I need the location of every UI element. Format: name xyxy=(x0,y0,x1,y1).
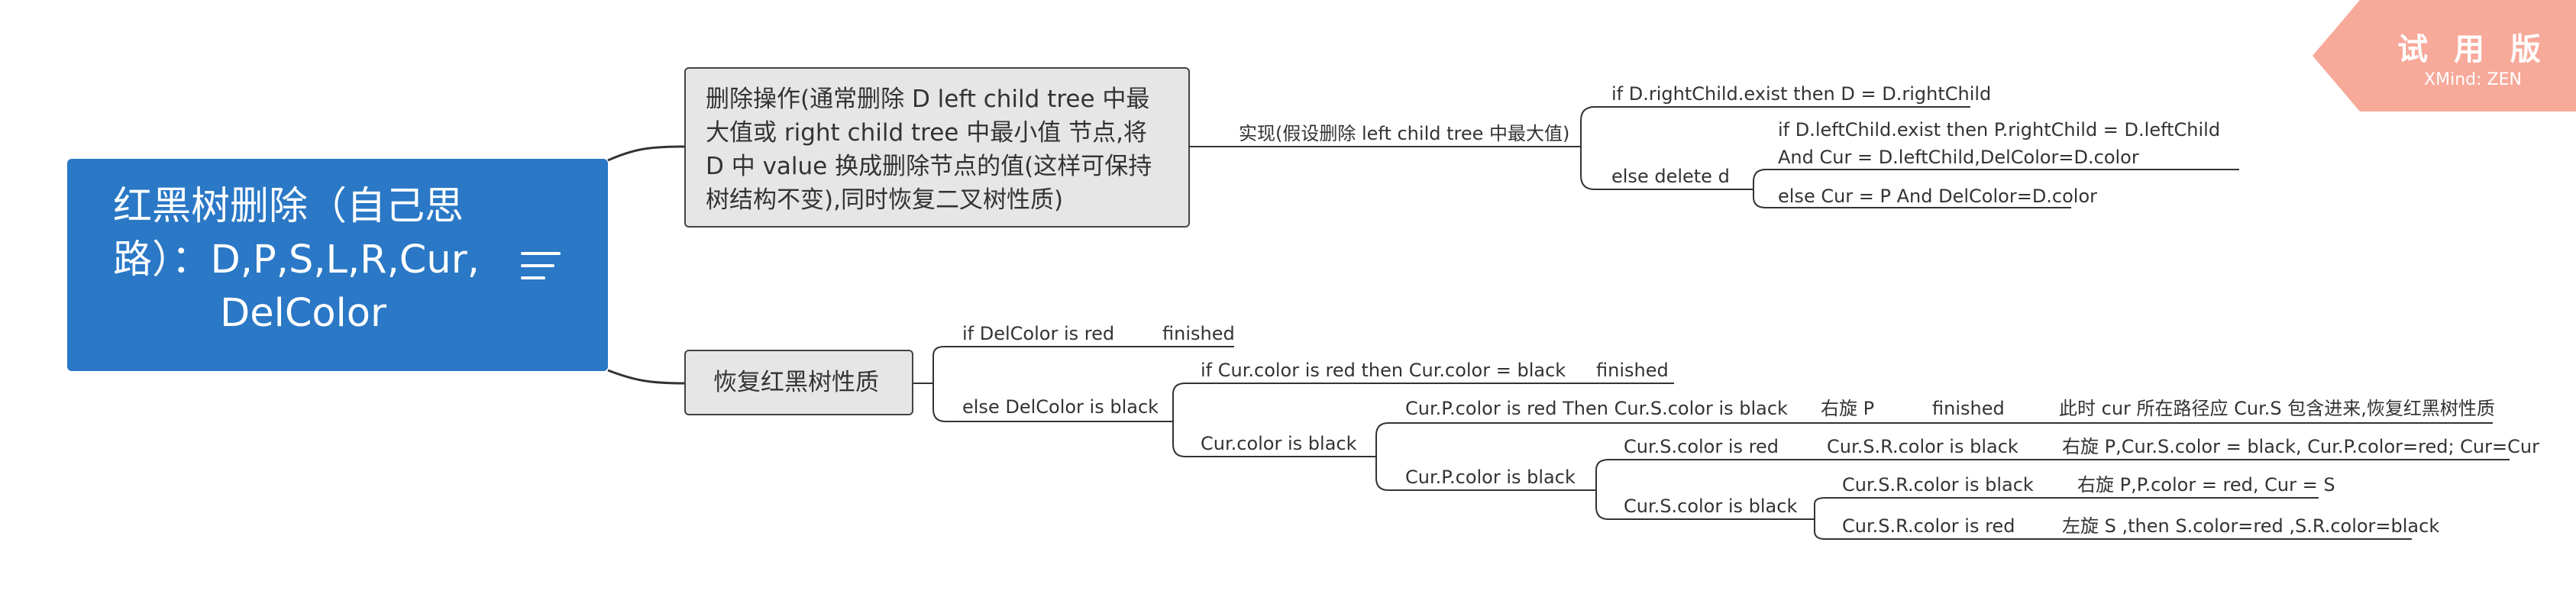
label-if-right-child[interactable]: if D.rightChild.exist then D = D.rightCh… xyxy=(1611,83,1992,105)
label-cur-red[interactable]: if Cur.color is red then Cur.color = bla… xyxy=(1201,360,1566,381)
label-finished-c[interactable]: finished xyxy=(1932,398,2005,419)
label-rotate-p[interactable]: 右旋 P xyxy=(1821,398,1875,419)
link-delete-if-left xyxy=(1752,169,2239,190)
label-else-cur[interactable]: else Cur = P And DelColor=D.color xyxy=(1778,186,2098,207)
watermark-brand: XMind: ZEN xyxy=(2424,70,2522,89)
topic-restore-properties[interactable]: 恢复红黑树性质 xyxy=(684,350,913,415)
topic-delete-operation[interactable]: 删除操作(通常删除 D left child tree 中最大值或 right … xyxy=(684,67,1190,228)
label-finished-b[interactable]: finished xyxy=(1596,360,1669,381)
label-if-left-child[interactable]: if D.leftChild.exist then P.rightChild =… xyxy=(1778,119,2221,168)
topic-restore-properties-text: 恢复红黑树性质 xyxy=(713,369,879,396)
label-rotate-1[interactable]: 右旋 P,Cur.S.color = black, Cur.P.color=re… xyxy=(2062,436,2539,457)
label-cur-black[interactable]: Cur.color is black xyxy=(1201,433,1357,454)
label-else-delcolor-black[interactable]: else DelColor is black xyxy=(962,396,1159,418)
link-cur-black-p-red xyxy=(1369,422,2493,457)
link-s-black-sr-red xyxy=(1814,519,2412,540)
label-rotate-3[interactable]: 左旋 S ,then S.color=red ,S.R.color=black xyxy=(2062,515,2440,537)
link-delete-else-cur xyxy=(1753,189,2071,208)
root-title-line3: DelColor xyxy=(220,291,386,336)
label-sr-red[interactable]: Cur.S.R.color is red xyxy=(1842,515,2015,537)
link-impl-if-right xyxy=(1558,106,1970,147)
link-p-black-s-black xyxy=(1595,490,1813,520)
root-title-line2: 路）：D,P,S,L,R,Cur, xyxy=(113,237,480,283)
root-topic[interactable]: 红黑树删除（自己思 路）：D,P,S,L,R,Cur, DelColor xyxy=(67,159,608,371)
trial-watermark xyxy=(2313,0,2576,111)
label-p-black[interactable]: Cur.P.color is black xyxy=(1405,467,1576,488)
label-s-red[interactable]: Cur.S.color is red xyxy=(1624,436,1779,457)
watermark-title: 试 用 版 xyxy=(2397,32,2549,67)
label-s-black[interactable]: Cur.S.color is black xyxy=(1624,496,1798,517)
link-black-cur-black xyxy=(1172,421,1369,457)
link-black-cur-red xyxy=(1168,383,1674,422)
link-s-black-sr-black xyxy=(1813,497,2319,520)
link-main2-else-black xyxy=(932,383,1168,422)
link-cur-black-p-black xyxy=(1375,457,1593,491)
label-sr-black-2[interactable]: Cur.S.R.color is black xyxy=(1842,474,2034,496)
label-else-delete[interactable]: else delete d xyxy=(1611,166,1730,187)
link-impl-else-delete xyxy=(1580,147,1752,190)
link-p-black-s-red xyxy=(1593,459,2510,491)
watermark-badge-shape xyxy=(2313,0,2576,111)
link-root-main2 xyxy=(607,369,685,385)
label-rotate-2[interactable]: 右旋 P,P.color = red, Cur = S xyxy=(2077,474,2335,496)
label-finished-a[interactable]: finished xyxy=(1162,323,1235,344)
label-p-red[interactable]: Cur.P.color is red Then Cur.S.color is b… xyxy=(1405,398,1788,419)
label-impl[interactable]: 实现(假设删除 left child tree 中最大值) xyxy=(1239,123,1570,144)
label-if-delcolor-red[interactable]: if DelColor is red xyxy=(962,323,1115,344)
topic-delete-operation-text: 删除操作(通常删除 D left child tree 中最大值或 right … xyxy=(706,86,1152,214)
link-root-main1 xyxy=(607,145,685,162)
link-main2-if-red xyxy=(913,346,1234,384)
label-note-c[interactable]: 此时 cur 所在路径应 Cur.S 包含进来,恢复红黑树性质 xyxy=(2059,398,2495,419)
label-sr-black-1[interactable]: Cur.S.R.color is black xyxy=(1827,436,2018,457)
root-title-line1: 红黑树删除（自己思 xyxy=(113,184,464,229)
